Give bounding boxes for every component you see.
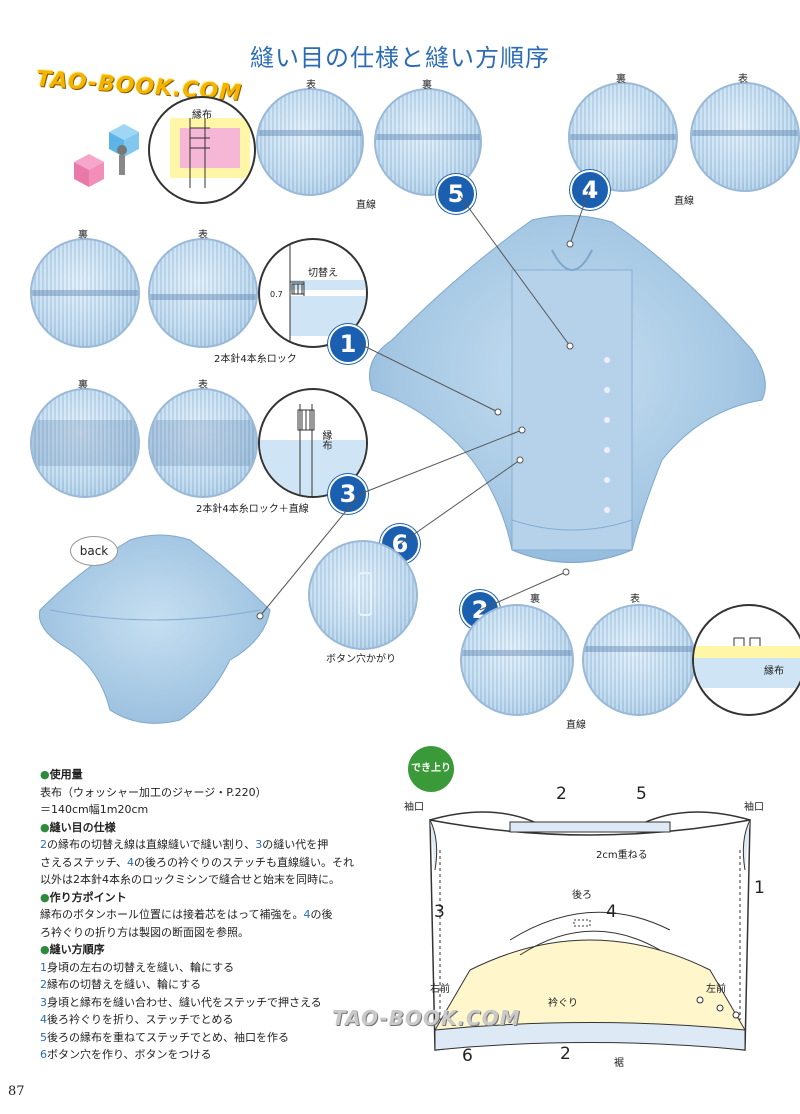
spec-line-1: 2の縁布の切替え線は直線縫いで縫い割り、3の縫い代を押 (40, 838, 329, 851)
garment-back-photo (30, 530, 280, 730)
step-item: 6ボタン穴を作り、ボタンをつける (40, 1048, 212, 1061)
finished-diagram: 袖口 袖口 2cm重ねる 後ろ 右前 左前 衿ぐり 裾 1 2 2 3 4 5 … (400, 784, 780, 1070)
usage-heading: 使用量 (40, 766, 382, 784)
label-chokusen-2: 直線 (566, 720, 586, 731)
step-badge-4: 4 (570, 170, 610, 210)
label-ura-3: 裏 (78, 380, 88, 391)
label-lock-1: 2本針4本糸ロック (214, 354, 297, 365)
label-lock-3: 2本針4本糸ロック＋直線 (196, 504, 309, 515)
usage-line-1: 表布（ウォッシャー加工のジャージ・P.220） (40, 785, 267, 799)
watermark-cubes (64, 112, 154, 202)
fabric-photo-1-ura (30, 238, 140, 348)
garment-front-photo (362, 210, 782, 580)
label-omote-4: 表 (738, 74, 748, 85)
step-item: 2縁布の切替えを縫い、輪にする (40, 978, 202, 991)
kirikae-label: 切替え (308, 268, 338, 279)
diagram-num-3: 3 (434, 902, 445, 922)
diagram-num-6: 6 (462, 1046, 473, 1066)
measure-label: 0.7 (270, 290, 283, 299)
fuchinuno-label-3: 縁布 (320, 430, 331, 450)
label-omote-3: 表 (198, 380, 208, 391)
page-title: 縫い目の仕様と縫い方順序 (250, 44, 550, 72)
order-heading: 縫い方順序 (40, 941, 382, 959)
point-heading: 作り方ポイント (40, 889, 382, 907)
instructions-block: 使用量 表布（ウォッシャー加工のジャージ・P.220） ＝140cm幅1m20c… (40, 766, 382, 1064)
label-ura-4: 裏 (616, 74, 626, 85)
label-omote-2: 表 (630, 594, 640, 605)
step-badge-5: 5 (436, 174, 476, 214)
section-diagram-2: 縁布 (692, 604, 800, 716)
step-list: 1身頃の左右の切替えを縫い、輪にする 2縁布の切替えを縫い、輪にする 3身頃と縁… (40, 959, 382, 1064)
label-ura-2: 裏 (530, 594, 540, 605)
diagram-num-4: 4 (606, 902, 617, 922)
label-omote-5: 表 (306, 80, 316, 91)
page-number: 87 (8, 1084, 25, 1099)
label-erigury: 衿ぐり (548, 998, 578, 1009)
fabric-photo-6-buttonhole (308, 540, 418, 650)
point-line-2: ろ衿ぐりの折り方は製図の断面図を参照。 (40, 925, 249, 939)
diagram-num-2-top: 2 (556, 784, 567, 804)
fabric-photo-1-omote (148, 238, 258, 348)
label-chokusen-5: 直線 (356, 200, 376, 211)
fabric-photo-2-ura (460, 604, 574, 716)
label-chokusen-4: 直線 (674, 196, 694, 207)
diagram-num-2-bottom: 2 (560, 1044, 571, 1064)
label-suso: 裾 (614, 1058, 624, 1069)
fabric-photo-3-ura (30, 388, 140, 498)
spec-line-3: 以外は2本針4本糸のロックミシンで縫合せと始末を同時に。 (40, 873, 340, 886)
label-ura-1: 裏 (78, 230, 88, 241)
fabric-photo-3-omote (148, 388, 258, 498)
finished-diagram-badge: でき上り図 (408, 746, 454, 820)
fabric-photo-4-omote (690, 82, 800, 192)
diagram-num-5: 5 (636, 784, 647, 804)
step-item: 5後ろの縁布を重ねてステッチでとめ、袖口を作る (40, 1030, 289, 1044)
label-omote-1: 表 (198, 230, 208, 241)
label-ura-5: 裏 (422, 80, 432, 91)
label-ushiro: 後ろ (572, 890, 592, 901)
step-item: 4後ろ衿ぐりを折り、ステッチでとめる (40, 1013, 234, 1026)
diagram-num-1: 1 (754, 878, 765, 898)
fuchinuno-label-2: 縁布 (764, 666, 784, 677)
usage-line-2: ＝140cm幅1m20cm (40, 803, 149, 816)
fuchinuno-label-top: 縁布 (192, 110, 212, 121)
label-sodeguchi-right: 袖口 (744, 802, 764, 813)
back-label: back (70, 536, 118, 566)
step-item: 1身頃の左右の切替えを縫い、輪にする (40, 960, 235, 974)
label-overlap: 2cm重ねる (596, 850, 648, 861)
step-item: 3身頃と縁布を縫い合わせ、縫い代をステッチで押さえる (40, 995, 322, 1009)
section-diagram-top-left: 縁布 (148, 96, 256, 204)
spec-heading: 縫い目の仕様 (40, 819, 382, 837)
spec-line-2: さえるステッチ、4の後ろの衿ぐりのステッチも直線縫い。それ (40, 855, 355, 869)
fabric-photo-2-omote (582, 604, 696, 716)
label-button-hole: ボタン穴かがり (326, 654, 396, 665)
point-line-1: 縁布のボタンホール位置には接着芯をはって補強を。4の後 (40, 908, 333, 921)
label-sodeguchi-left: 袖口 (404, 802, 424, 813)
watermark-logo-bottom: TAO-BOOK.COM (332, 1006, 521, 1030)
label-hidarimae: 左前 (706, 984, 726, 995)
fabric-photo-5-omote (256, 88, 364, 196)
label-migimae: 右前 (430, 984, 450, 995)
